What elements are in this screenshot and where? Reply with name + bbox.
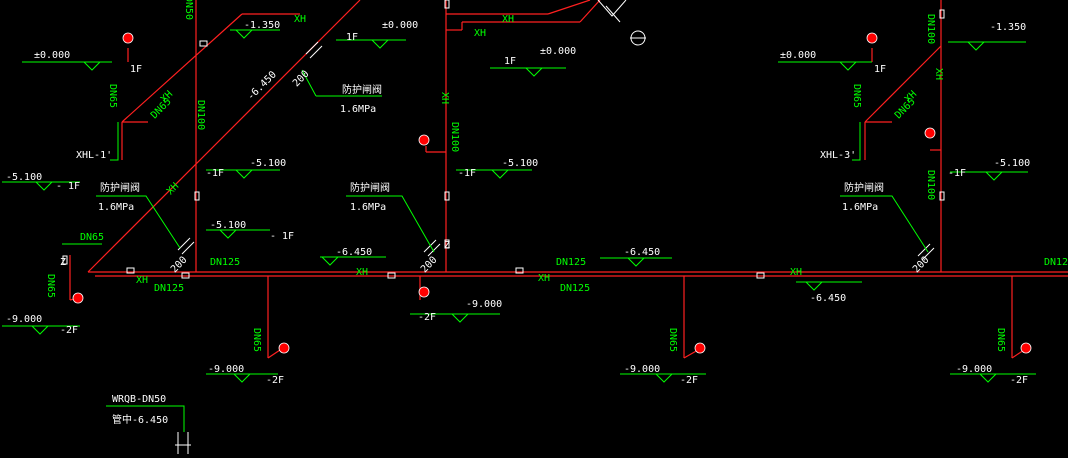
pipe-size: DN125 [210,257,240,268]
hydrant-icon [418,134,430,146]
floor-label: 1F [874,64,886,75]
elevation-label: ±0.000 [780,50,816,61]
valve-pressure: 1.6MPa [842,202,878,213]
floor-label: 1F [504,56,516,67]
elevation-label: -9.000 [208,364,244,375]
floor-label: -2F [60,325,78,336]
pipe-size: DN65 [80,232,104,243]
pipe-size: DN100 [925,14,936,44]
floor-label: -1F [206,168,224,179]
floor-label: 1F [346,32,358,43]
elevation-label: -9.000 [6,314,42,325]
hydrant-icon [418,286,430,298]
valve-label: 防护闸阀 [350,181,390,194]
pipe-network [69,0,1068,359]
pipe-tag: XH [136,275,148,286]
pipe-size: DN100 [925,170,936,200]
elevation-label: -5.100 [210,220,246,231]
floor-label: 1F [130,64,142,75]
pipe-size: DN65 [667,328,678,352]
floor-label: -1F [458,168,476,179]
valve-pressure: 1.6MPa [340,104,376,115]
pipe-tag: XH [439,92,450,104]
pipe-center-label: 管中-6.450 [112,413,168,426]
floor-label: -1F [948,168,966,179]
pipe-size: DN65 [107,84,118,108]
text-labels: ±0.000 ±0.000 ±0.000 ±0.000 -1.350 -1.35… [6,0,1068,426]
pipe-size: DN65 [995,328,1006,352]
pipe-size: DN100 [449,122,460,152]
elevation-label: -9.000 [466,299,502,310]
pipe-tag: XH [790,267,802,278]
pipe-tag: XH [538,273,550,284]
pipe-size: DN125 [154,283,184,294]
pipe-size: DN65 [45,274,56,298]
elevation-label: -5.100 [6,172,42,183]
pipe-size: DN125 [556,257,586,268]
floor-label: -2F [266,375,284,386]
riser-id: XHL-1' [76,150,112,161]
elevation-label: -5.100 [994,158,1030,169]
pipe-size: DN125 [1044,257,1068,268]
riser-marker: Z [60,257,66,268]
valve-pressure: 1.6MPa [98,202,134,213]
hydrant-icon [278,342,290,354]
pump-adapter-icon [597,0,627,23]
pipe-size: DN65 [251,328,262,352]
elevation-label: -6.450 [336,247,372,258]
pipe-tag: XH [356,267,368,278]
pipe-tag: XH [502,14,514,25]
valve-pressure: 1.6MPa [350,202,386,213]
valve-label: 防护闸阀 [100,181,140,194]
dimension-label: 200 [291,69,312,90]
elevation-label: -5.100 [250,158,286,169]
floor-label: - 1F [270,231,294,242]
elevation-label: -5.100 [502,158,538,169]
riser-marker: Z [444,240,450,251]
valve-symbols [175,0,935,454]
elevation-label: -1.350 [990,22,1026,33]
wrqb-label: WRQB-DN50 [112,394,166,405]
pipe-tag: XH [933,68,944,80]
pipe-markers [62,0,945,279]
valve-label: 防护闸阀 [844,181,884,194]
hydrant-icon [1020,342,1032,354]
elevation-label: -6.450 [624,247,660,258]
floor-label: -2F [1010,375,1028,386]
elevation-label: -9.000 [956,364,992,375]
pipe-size: DN65 [851,84,862,108]
pipe-size: DN100 [195,100,206,130]
elevation-label: -6.450 [810,293,846,304]
pipe-tag: XH [165,181,181,197]
floor-label: -2F [680,375,698,386]
floor-label: -2F [418,312,436,323]
elevation-label: ±0.000 [34,50,70,61]
pipe-tag: XH [474,28,486,39]
pipe-size: DN125 [560,283,590,294]
pipe-tag: XH [294,14,306,25]
valve-label: 防护闸阀 [342,83,382,96]
hydrant-icon [694,342,706,354]
hydrant-icon [866,32,878,44]
hydrant-icon [72,292,84,304]
hydrant-icon [122,32,134,44]
pipe-size: DN50 [183,0,194,20]
riser-id: XHL-3' [820,150,856,161]
elevation-label: -1.350 [244,20,280,31]
hydrant-symbols [72,32,1032,354]
hydrant-icon [924,127,936,139]
elevation-label: ±0.000 [540,46,576,57]
elevation-label: -9.000 [624,364,660,375]
elevation-label: ±0.000 [382,20,418,31]
annotation-lines [2,29,1036,432]
floor-label: - 1F [56,181,80,192]
